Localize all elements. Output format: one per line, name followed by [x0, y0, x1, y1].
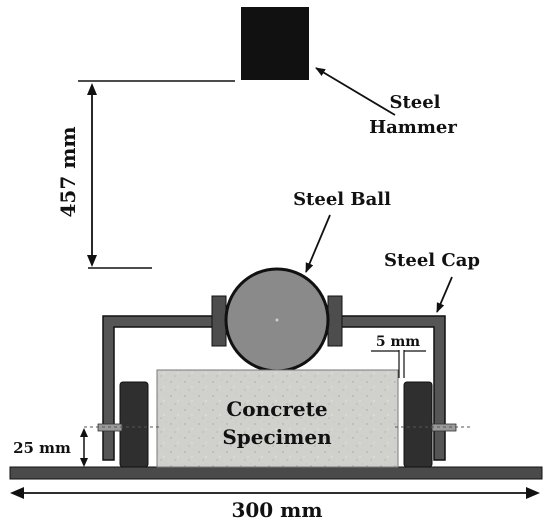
specimen-label-line2: Specimen	[222, 425, 332, 449]
drop-height-label: 457 mm	[56, 126, 80, 217]
base-plate	[9, 466, 543, 480]
pin-height-label: 25 mm	[13, 439, 71, 457]
cap-label: Steel Cap	[384, 250, 480, 271]
right-ball-collar	[327, 295, 343, 347]
concrete-specimen	[156, 369, 399, 468]
drop-height-arrow-bottom	[87, 255, 97, 267]
base-width-arrow-right	[526, 487, 540, 499]
base-width-label: 300 mm	[231, 498, 322, 522]
base-width-arrow-left	[10, 487, 24, 499]
gap-label: 5 mm	[376, 334, 420, 350]
steel-ball-center-mark	[275, 318, 279, 322]
left-ball-collar	[211, 295, 227, 347]
pin-height-arrow-bottom	[80, 458, 88, 467]
ball-pointer-arrow	[305, 214, 331, 273]
hammer-pointer-arrow	[315, 67, 396, 116]
steel-hammer	[241, 7, 309, 80]
drop-height-arrow-top	[87, 83, 97, 95]
pin-height-arrow-top	[80, 428, 88, 437]
steel-cap-frame	[102, 315, 446, 461]
specimen-label-line1: Concrete	[226, 397, 327, 421]
cap-pointer-arrow	[436, 276, 453, 313]
right-side-block	[403, 381, 433, 468]
hammer-label-line2: Hammer	[369, 117, 457, 138]
hammer-label-line1: Steel	[389, 92, 440, 113]
ball-label: Steel Ball	[293, 189, 391, 210]
left-side-block	[119, 381, 149, 468]
